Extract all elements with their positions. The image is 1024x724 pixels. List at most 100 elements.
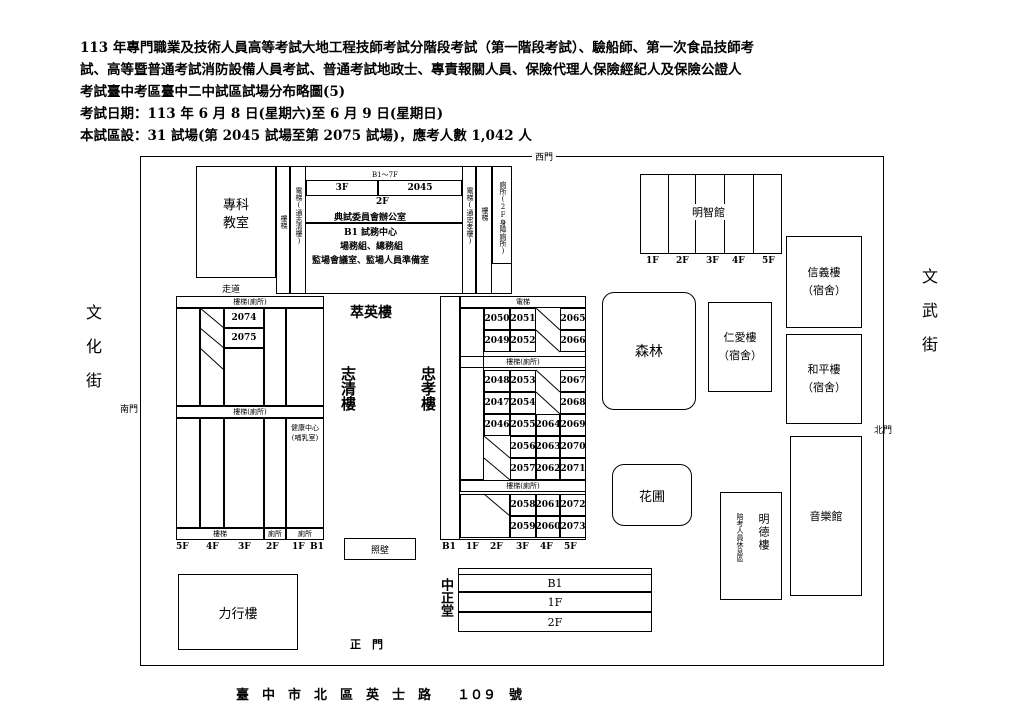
- zhongxiao-floor-b1: B1: [442, 542, 456, 552]
- top-floor-range: B1～7F: [372, 171, 398, 179]
- room-2067: 2067: [560, 370, 586, 392]
- zhiqing-floor-1f: 1F: [292, 542, 305, 552]
- mingde-name: 明德樓: [757, 513, 770, 552]
- heping-building: 和平樓 （宿舍）: [786, 334, 862, 424]
- zhiqing-floor-5f: 5F: [176, 542, 189, 552]
- top-stairs-1: 樓梯: [276, 166, 290, 294]
- room-2064: 2064: [535, 414, 561, 436]
- zhongzheng-name: 中正堂: [438, 578, 453, 617]
- room-2068: 2068: [560, 392, 586, 414]
- room-2066: 2066: [560, 330, 586, 352]
- room-2056: 2056: [510, 436, 536, 458]
- b1-rooms: 監場會議室、監場人員準備室: [312, 256, 430, 266]
- top-divider: [306, 222, 462, 224]
- top-toilet: 廁所(2F身障廁所): [492, 166, 512, 264]
- zhiqing-col-5f-top: [176, 308, 200, 406]
- room-2045: 2045: [378, 180, 462, 196]
- mingzhi-floor-4f: 4F: [732, 256, 745, 266]
- zhiqing-stairs-toilet-mid: 樓梯(廁所): [176, 406, 324, 418]
- room-2074: 2074: [224, 308, 264, 328]
- address-label: 臺 中 市 北 區 英 士 路 １０９ 號: [236, 688, 523, 703]
- room-2047: 2047: [484, 392, 510, 414]
- mingzhi-floor-2f: 2F: [676, 256, 689, 266]
- health-center: 健康中心(哺乳室): [286, 418, 324, 528]
- zhongxiao-name: 忠孝樓: [419, 366, 437, 411]
- mingzhi-building: [640, 174, 782, 254]
- room-2069: 2069: [560, 414, 586, 436]
- screen-wall: 照壁: [344, 538, 416, 560]
- zhiqing-col-4f-top: [200, 308, 224, 406]
- cuiying-building-label: 萃英樓: [350, 305, 392, 321]
- xinyi-building: 信義樓 （宿舍）: [786, 236, 862, 328]
- renai-building: 仁愛樓 （宿舍）: [708, 302, 772, 392]
- mingzhi-floor-5f: 5F: [762, 256, 775, 266]
- zhiqing-col-2f-bot: [264, 418, 286, 528]
- committee-office: 典試委員會辦公室: [334, 213, 407, 223]
- room-2061: 2061: [535, 494, 561, 516]
- mingde-building: 陪考人員休息區 明德樓: [720, 492, 782, 600]
- zhongxiao-floor-5f: 5F: [564, 542, 577, 552]
- mingzhi-floor-1f: 1F: [646, 256, 659, 266]
- zhongxiao-b1-col: [440, 296, 460, 540]
- zhiqing-toilet-a: 廁所: [264, 528, 286, 540]
- zhuanke-classroom: 專科 教室: [196, 166, 276, 278]
- room-2054: 2054: [510, 392, 536, 414]
- zhiqing-floor-4f: 4F: [206, 542, 219, 552]
- zhiqing-floor-b1: B1: [310, 542, 324, 552]
- zhuanke-label: 專科 教室: [222, 198, 249, 231]
- garden-area: 花圃: [612, 464, 692, 526]
- room-2049: 2049: [484, 330, 510, 352]
- room-2055: 2055: [510, 414, 536, 436]
- north-gate-label: 北門: [874, 426, 893, 436]
- zhiqing-floor-2f: 2F: [266, 542, 279, 552]
- room-2075: 2075: [224, 328, 264, 348]
- south-gate-label: 南門: [120, 405, 139, 415]
- music-hall: 音樂館: [790, 436, 862, 596]
- room-2065: 2065: [560, 308, 586, 330]
- zhongxiao-floor-3f: 3F: [516, 542, 529, 552]
- room-2072: 2072: [560, 494, 586, 516]
- top-stairs-2: 樓梯: [476, 166, 492, 294]
- zhongxiao-stairs-toilet-2: 樓梯(廁所): [460, 480, 586, 492]
- zhongxiao-elevator: 電梯: [460, 296, 586, 308]
- zhiqing-col-5f-bot: [176, 418, 200, 528]
- exam-date: 考試日期：113 年 6 月 8 日(星期六)至 6 月 9 日(星期日): [80, 106, 444, 122]
- zhiqing-col-4f-bot: [200, 418, 224, 528]
- walkway-label: 走道: [222, 285, 241, 295]
- mingzhi-col-4: [724, 174, 754, 254]
- zhiqing-col-3f-bot: [224, 418, 264, 528]
- room-2050: 2050: [484, 308, 510, 330]
- room-2046: 2046: [484, 414, 510, 436]
- room-2063: 2063: [535, 436, 561, 458]
- room-2062: 2062: [535, 458, 561, 480]
- mingzhi-floor-3f: 3F: [706, 256, 719, 266]
- zhiqing-toilet-b: 廁所: [286, 528, 324, 540]
- zhongzheng-1f: 1F: [458, 592, 652, 612]
- zhiqing-name: 志清樓: [339, 366, 357, 411]
- room-2057: 2057: [510, 458, 536, 480]
- room-2060: 2060: [535, 516, 561, 538]
- wenhua-street-label: 文化街: [83, 304, 102, 406]
- zhongxiao-floor-2f: 2F: [490, 542, 503, 552]
- b1-groups: 場務組、總務組: [340, 242, 404, 252]
- top-3f-cell: 3F: [306, 180, 378, 196]
- zhongzheng-2f: 2F: [458, 612, 652, 632]
- room-2070: 2070: [560, 436, 586, 458]
- top-elevator-2: 電梯(通忠孝樓): [462, 166, 476, 294]
- room-2052: 2052: [510, 330, 536, 352]
- zhiqing-floor-3f: 3F: [238, 542, 251, 552]
- b1-center: B1 試務中心: [344, 228, 398, 238]
- room-2073: 2073: [560, 516, 586, 538]
- zhongxiao-floor-4f: 4F: [540, 542, 553, 552]
- campus-boundary: [140, 156, 884, 666]
- mingde-note: 陪考人員休息區: [736, 513, 744, 562]
- wenwu-street-label: 文武街: [919, 268, 938, 370]
- top-2f-label: 2F: [376, 197, 389, 207]
- room-2048: 2048: [484, 370, 510, 392]
- title-line-2: 試、高等暨普通考試消防設備人員考試、普通考試地政士、專責報關人員、保險代理人保險…: [80, 62, 742, 78]
- title-line-1: 113 年專門職業及技術人員高等考試大地工程技師考試分階段考試（第一階段考試）、…: [80, 40, 755, 56]
- zhongxiao-floor-1f: 1F: [466, 542, 479, 552]
- mingzhi-name: 明智館: [690, 204, 727, 220]
- forest-area: 森林: [602, 292, 696, 410]
